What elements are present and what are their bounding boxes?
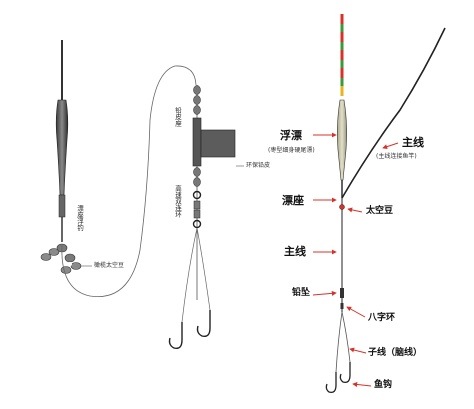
- right-float: [337, 14, 347, 198]
- left-float-seat-beads: [40, 243, 82, 274]
- label-sinker: 铅坠: [292, 288, 311, 298]
- label-main-line-top: 主线: [402, 136, 424, 149]
- left-hooks: [168, 227, 211, 350]
- right-hooks: [325, 311, 351, 393]
- sinker-block: [340, 288, 344, 298]
- label-high-speed-swivel: 高速双连环: [173, 185, 182, 218]
- swivel-block: [340, 303, 344, 309]
- label-float-sub: (枣型细身硬尾漂): [268, 147, 315, 154]
- label-eco-lead: 环保铅皮: [246, 162, 271, 169]
- left-main-line: [61, 65, 197, 298]
- label-main-line-top-sub: (主线连接鱼竿): [376, 153, 417, 160]
- left-lead-chain: [192, 85, 236, 300]
- label-olive-bean: 橄榄太空豆: [94, 262, 125, 269]
- label-float: 浮漂: [280, 129, 302, 142]
- right-arrows: [312, 132, 399, 387]
- label-space-bean: 太空豆: [366, 206, 394, 216]
- label-left-float-seat: 漂座浮钓: [75, 205, 84, 231]
- label-hook: 鱼钩: [374, 380, 393, 390]
- label-sub-line: 子线（脑线）: [368, 348, 423, 358]
- left-float: [55, 40, 69, 242]
- label-float-seat: 漂座: [282, 194, 304, 207]
- rod-line: [341, 27, 446, 199]
- label-main-line: 主线: [284, 245, 306, 258]
- space-bean-dot: [339, 204, 345, 210]
- label-swivel: 八字环: [368, 313, 396, 323]
- label-lead-seat: 铅皮座: [173, 107, 182, 127]
